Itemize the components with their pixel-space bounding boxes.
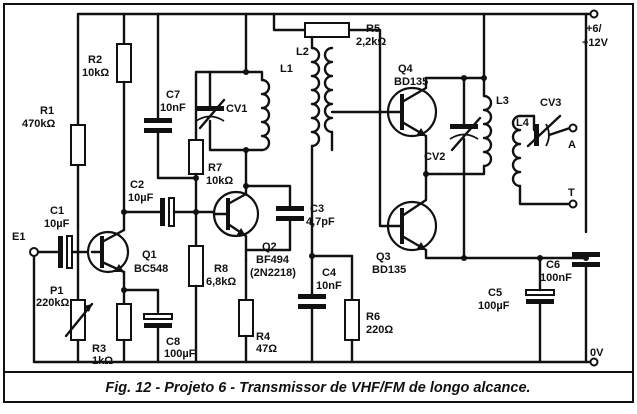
label-r1: R1 — [40, 105, 54, 117]
inductor-l1 — [243, 70, 271, 188]
label-c4: C4 — [322, 267, 337, 279]
resistor-r1 — [70, 124, 86, 166]
label-r6: R6 — [366, 311, 380, 323]
label-c5-value: 100µF — [478, 300, 510, 312]
label-q1: Q1 — [142, 249, 157, 261]
label-cv1: CV1 — [226, 103, 247, 115]
label-c2: C2 — [130, 179, 144, 191]
label-q4-value: BD135 — [394, 76, 428, 88]
inductor-l3 — [438, 75, 493, 176]
label-antenna-t: T — [568, 187, 575, 199]
resistor-r8 — [188, 245, 204, 364]
label-p1: P1 — [50, 285, 63, 297]
label-r5-value: 2,2kΩ — [356, 36, 386, 48]
capacitor-c3 — [244, 206, 304, 252]
label-r7-value: 10kΩ — [206, 175, 233, 187]
label-vplus-2: +12V — [582, 37, 609, 49]
potentiometer-p1 — [64, 250, 94, 364]
component-labels: E1 R1 470kΩ R2 10kΩ C1 10µF P1 220kΩ R3 … — [12, 23, 609, 367]
label-vplus: +6/ — [586, 23, 602, 35]
input-e1 — [29, 235, 94, 269]
positive-terminal — [589, 9, 599, 19]
label-c5: C5 — [488, 287, 502, 299]
label-c8-value: 100µF — [164, 348, 196, 360]
label-q1-value: BC548 — [134, 263, 168, 275]
inductor-l4 — [511, 114, 570, 206]
capacitor-c7 — [144, 12, 198, 180]
label-q4: Q4 — [398, 63, 414, 75]
label-cv3: CV3 — [540, 97, 561, 109]
label-r3: R3 — [92, 343, 106, 355]
label-c2-value: 10µF — [128, 192, 154, 204]
label-l4: L4 — [516, 117, 530, 129]
label-r7: R7 — [208, 162, 222, 174]
antenna-terminal-a — [568, 123, 578, 133]
figure-frame — [3, 3, 634, 403]
label-p1-value: 220kΩ — [36, 297, 69, 309]
label-r2: R2 — [88, 54, 102, 66]
label-c3-value: 4,7pF — [306, 216, 335, 228]
label-c7-value: 10nF — [160, 102, 186, 114]
label-c4-value: 10nF — [316, 280, 342, 292]
label-r6-value: 220Ω — [366, 324, 393, 336]
label-e1: E1 — [12, 231, 25, 243]
resistor-r7 — [188, 100, 204, 248]
capacitor-c5 — [525, 255, 555, 364]
label-q2-value: BF494 — [256, 254, 290, 266]
label-l3: L3 — [496, 95, 509, 107]
resistor-r5 — [304, 22, 382, 216]
capacitor-c6 — [572, 252, 600, 364]
label-c6: C6 — [546, 259, 560, 271]
capacitor-c4 — [298, 254, 326, 364]
label-c6-value: 100nF — [540, 272, 572, 284]
variable-capacitor-cv2 — [449, 75, 482, 261]
transistor-q2 — [212, 183, 292, 262]
label-r1-value: 470kΩ — [22, 118, 55, 130]
label-r3-value: 1kΩ — [92, 355, 113, 367]
label-q3: Q3 — [376, 251, 391, 263]
label-c1: C1 — [50, 205, 64, 217]
label-c7: C7 — [166, 89, 180, 101]
label-c8: C8 — [166, 336, 180, 348]
label-r5: R5 — [366, 23, 380, 35]
resistor-r2 — [116, 42, 132, 232]
transistor-q4 — [330, 76, 486, 176]
label-r4: R4 — [256, 331, 271, 343]
label-r8: R8 — [214, 263, 228, 275]
label-c1-value: 10µF — [44, 218, 70, 230]
label-q3-value: BD135 — [372, 264, 406, 276]
label-r2-value: 10kΩ — [82, 67, 109, 79]
label-r8-value: 6,8kΩ — [206, 276, 236, 288]
resistor-r4 — [238, 258, 254, 364]
label-cv2: CV2 — [424, 151, 445, 163]
label-l1: L1 — [280, 63, 293, 75]
variable-capacitor-cv3 — [526, 114, 572, 148]
antenna-terminal-t — [568, 199, 578, 209]
resistor-r6 — [344, 254, 360, 364]
label-q2: Q2 — [262, 241, 277, 253]
capacitor-c8 — [143, 313, 173, 364]
transistor-q3 — [378, 171, 588, 260]
label-q2-alt: (2N2218) — [250, 267, 296, 279]
positive-rail — [76, 12, 594, 234]
figure-caption: Fig. 12 - Projeto 6 - Transmissor de VHF… — [105, 380, 530, 396]
resistor-r3 — [116, 270, 160, 364]
label-r4-value: 47Ω — [256, 343, 277, 355]
label-l2: L2 — [296, 46, 309, 58]
label-antenna-a: A — [568, 139, 576, 151]
variable-capacitor-cv1 — [194, 69, 249, 152]
label-c3: C3 — [310, 203, 324, 215]
transistor-q1 — [86, 228, 130, 274]
label-0v: 0V — [590, 347, 604, 359]
ground-terminal — [589, 357, 599, 367]
